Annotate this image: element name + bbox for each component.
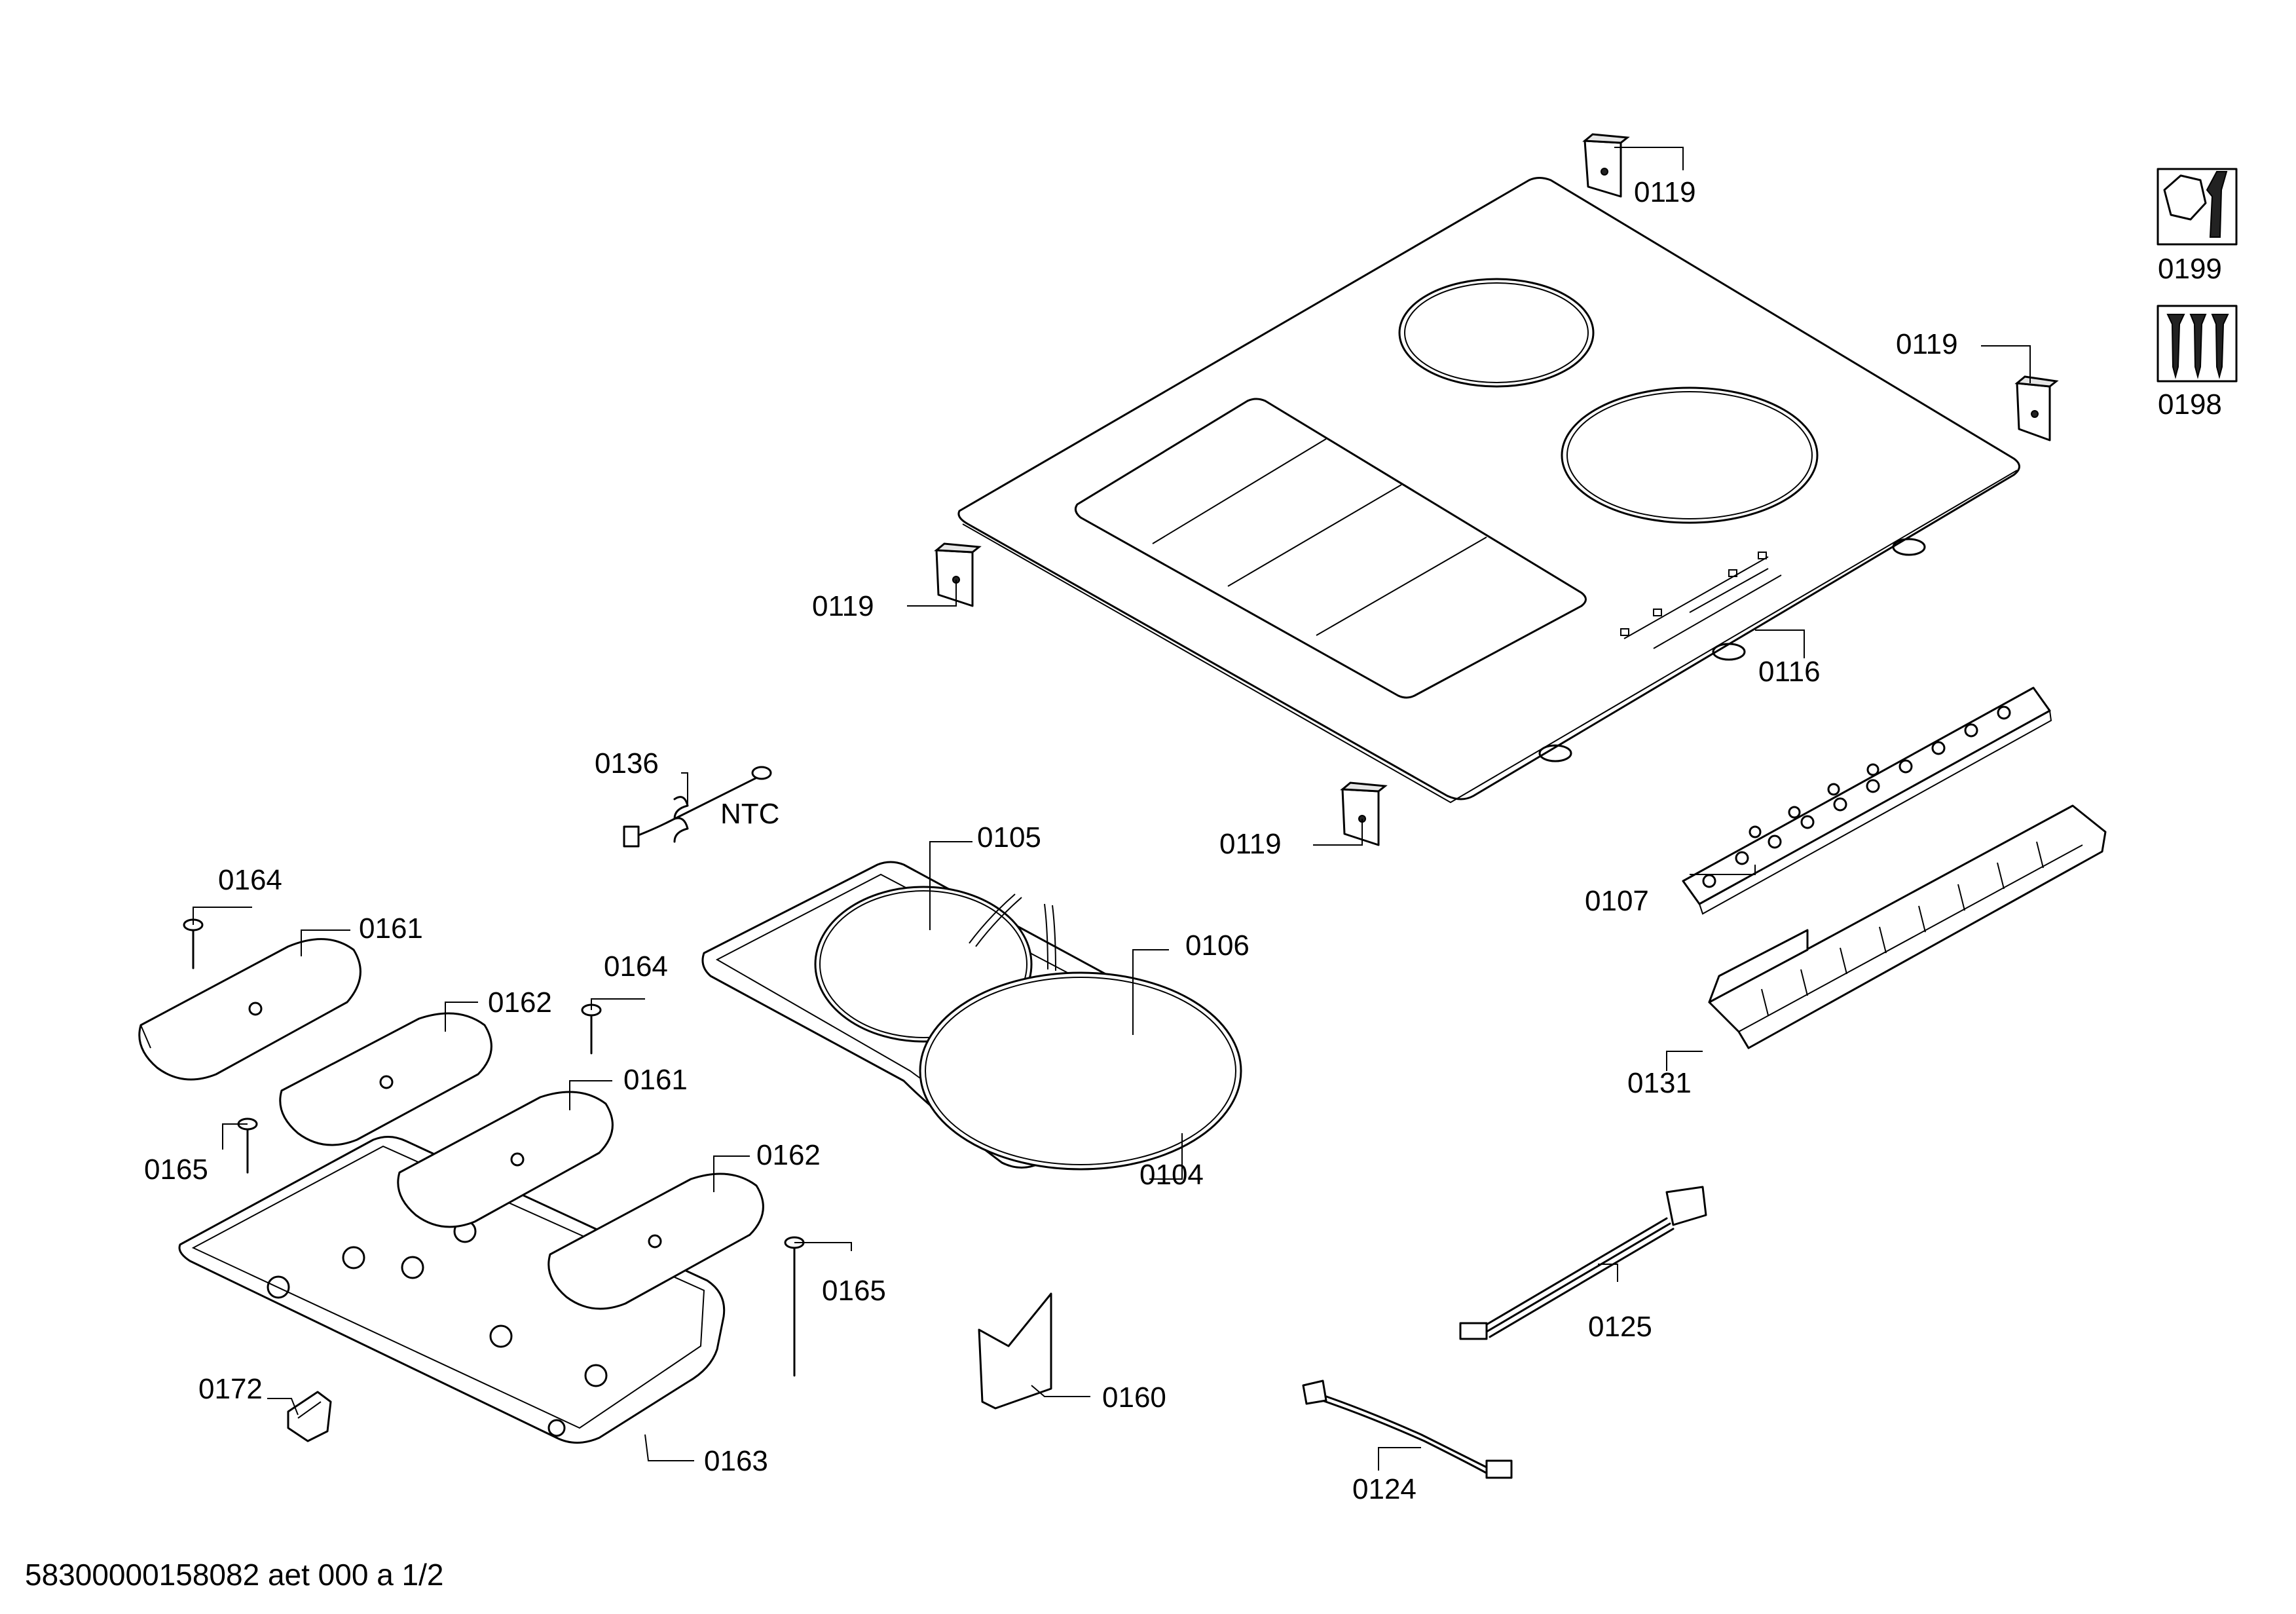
leader-lines — [193, 147, 2031, 1471]
label-0199: 0199 — [2158, 253, 2222, 285]
label-0119-right: 0119 — [1896, 328, 1958, 360]
bracket-0119-left — [934, 542, 982, 607]
coil-large-0106 — [919, 971, 1242, 1171]
label-0162-upper: 0162 — [488, 986, 552, 1019]
inductor-0162-upper — [279, 1012, 492, 1146]
shield-0160 — [978, 1292, 1052, 1410]
label-0106: 0106 — [1185, 929, 1250, 962]
label-0119-top: 0119 — [1634, 176, 1696, 208]
base-plate — [178, 1136, 726, 1444]
inductor-0161-lower — [397, 1091, 614, 1228]
label-0105: 0105 — [977, 821, 1041, 854]
control-board — [1682, 686, 2052, 915]
label-0116: 0116 — [1758, 656, 1821, 688]
label-0119-bottom: 0119 — [1219, 828, 1282, 860]
pin-0164-mid — [581, 1004, 602, 1055]
bracket-0119-top — [1582, 133, 1630, 198]
control-housing — [1708, 804, 2107, 1049]
pin-0164-left — [183, 918, 204, 969]
label-0164-mid: 0164 — [604, 950, 668, 983]
document-code: 58300000158082 aet 000 a 1/2 — [25, 1558, 444, 1592]
label-0125: 0125 — [1588, 1311, 1652, 1343]
label-0165-right: 0165 — [822, 1275, 886, 1307]
ntc-sensor — [623, 766, 772, 848]
pin-0165-left — [237, 1117, 258, 1174]
inductor-0162-lower — [547, 1173, 764, 1310]
cable-0124 — [1302, 1379, 1513, 1479]
label-0136: 0136 — [595, 747, 659, 779]
cable-0125 — [1459, 1186, 1707, 1340]
cooktop-glass-panel — [957, 177, 2020, 804]
label-0124: 0124 — [1352, 1473, 1416, 1505]
label-0161-upper: 0161 — [359, 912, 423, 945]
label-0104: 0104 — [1139, 1159, 1204, 1191]
label-0119-left: 0119 — [812, 590, 874, 622]
inductor-0161-upper — [138, 938, 361, 1081]
bracket-0119-right — [2014, 375, 2059, 441]
label-0172: 0172 — [198, 1373, 263, 1405]
label-ntc: NTC — [720, 798, 779, 830]
label-0163: 0163 — [704, 1445, 768, 1477]
label-0162-lower: 0162 — [756, 1139, 821, 1171]
label-0161-lower: 0161 — [623, 1064, 688, 1096]
label-0198: 0198 — [2158, 388, 2222, 421]
clip-0172 — [287, 1391, 332, 1442]
bracket-0119-bottom — [1340, 781, 1388, 846]
pin-0165-right — [784, 1236, 805, 1377]
screws-icon — [2157, 305, 2238, 383]
label-0160: 0160 — [1102, 1381, 1166, 1414]
label-0164-left: 0164 — [218, 864, 282, 896]
label-0131: 0131 — [1627, 1067, 1692, 1099]
tools-icon — [2157, 168, 2238, 246]
coil-wires — [969, 893, 1056, 971]
label-0107: 0107 — [1585, 885, 1649, 917]
label-0165-left: 0165 — [144, 1154, 208, 1186]
